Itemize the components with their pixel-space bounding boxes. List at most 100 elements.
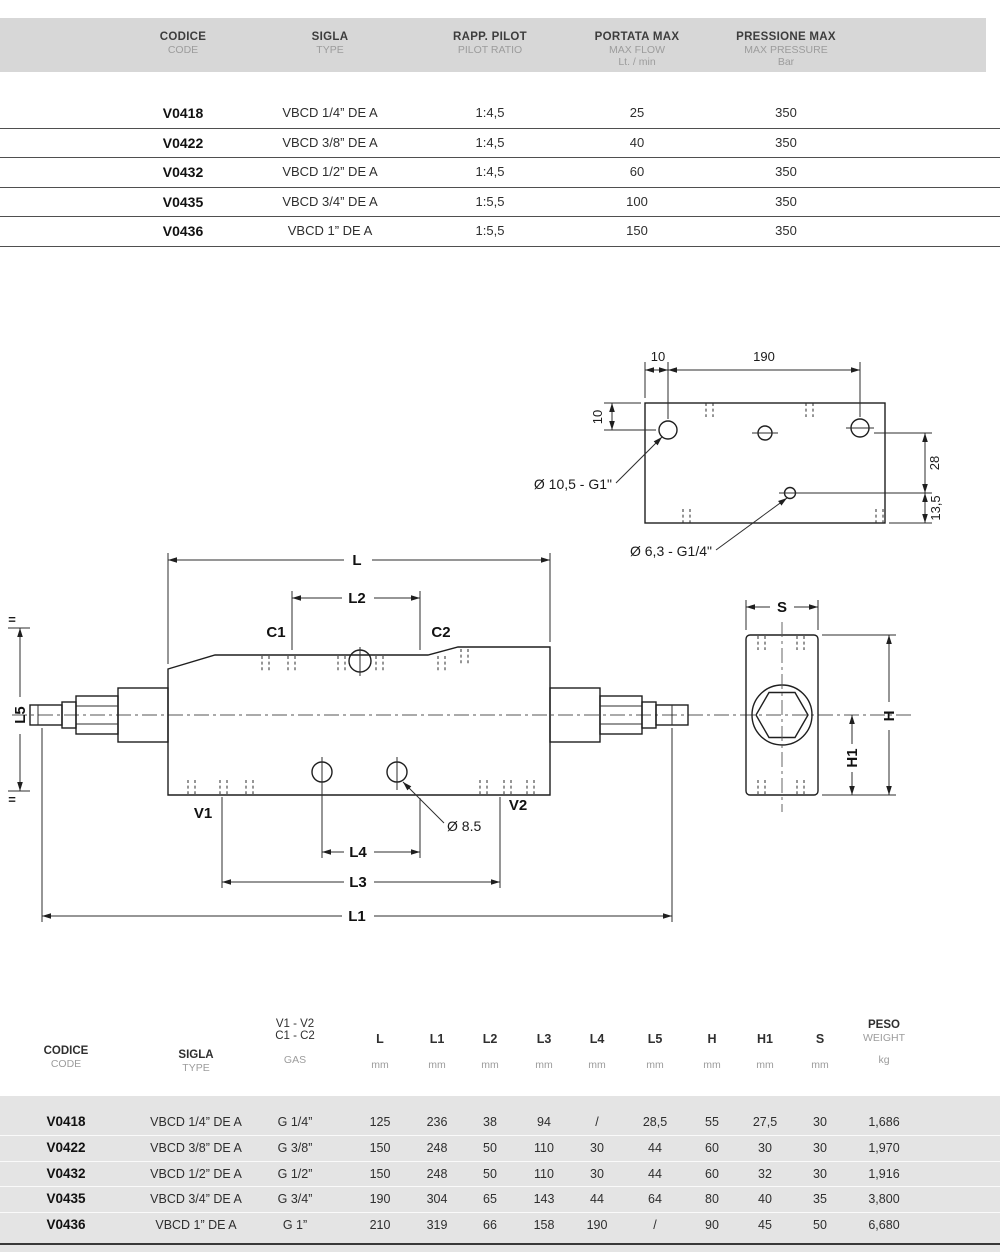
- bh-gas-v: V1 - V2: [275, 1018, 315, 1030]
- dim-cell: 90: [705, 1217, 719, 1232]
- weight-cell: 1,686: [868, 1115, 900, 1129]
- flow-cell: 100: [626, 193, 648, 209]
- ratio-cell: 1:4,5: [475, 134, 505, 150]
- dim-l4: L4: [349, 844, 367, 861]
- bh-gas-c: C1 - C2: [275, 1030, 315, 1042]
- dim-cell: /: [595, 1115, 599, 1129]
- dim-cell: 66: [483, 1217, 497, 1232]
- port-label-c2: C2: [431, 624, 450, 641]
- dim-l3: L3: [349, 874, 367, 891]
- header-max-flow-it: PORTATA MAX: [594, 31, 680, 43]
- equal-mark-bottom: =: [8, 792, 16, 807]
- code-cell: V0435: [162, 193, 204, 210]
- dim-l: L: [352, 552, 361, 569]
- pressure-cell: 350: [775, 164, 797, 179]
- type-cell: VBCD 3/4” DE A: [150, 1192, 242, 1206]
- gas-cell: G 3/8”: [277, 1141, 313, 1155]
- dim-cell: 210: [369, 1217, 391, 1232]
- dim-10-left: 10: [590, 410, 605, 424]
- header-codice-it: CODICE: [159, 31, 207, 43]
- mounting-hole-g1: [658, 420, 678, 440]
- dim-cell: 30: [590, 1141, 604, 1155]
- table-row: V0418 VBCD 1/4” DE A 1:4,5 25 350: [0, 99, 1000, 129]
- type-cell: VBCD 1/4” DE A: [282, 105, 378, 120]
- row-separator: [0, 1211, 1000, 1213]
- code-cell: V0435: [46, 1191, 86, 1206]
- hole-label-g1: Ø 10,5 - G1": [534, 476, 612, 492]
- dim-cell: 27,5: [752, 1115, 778, 1129]
- port-label-v2: V2: [509, 797, 527, 814]
- dim-190: 190: [753, 349, 775, 364]
- dim-cell: 44: [648, 1166, 662, 1181]
- hole-label-8-5: Ø 8.5: [447, 818, 481, 834]
- dim-cell: 125: [369, 1115, 391, 1129]
- bh-col-h1: H1 mm: [756, 1032, 774, 1071]
- header-max-flow-unit: Lt. / min: [618, 56, 656, 68]
- spec-table: V0418 VBCD 1/4” DE A 1:4,5 25 350 V0422 …: [0, 99, 1000, 247]
- flow-cell: 150: [626, 223, 648, 238]
- dim-cell: 319: [426, 1217, 448, 1232]
- table-row: V0435 VBCD 3/4” DE A G 3/4” 190 304 65 1…: [0, 1186, 1000, 1212]
- table-row: V0436 VBCD 1” DE A 1:5,5 150 350: [0, 217, 1000, 247]
- dim-l5: L5: [12, 706, 29, 724]
- front-view: C1 C2 V1 V2 Ø 8.5 L L2 L5 = = L4: [8, 552, 915, 925]
- bh-col-l2: L2 mm: [481, 1032, 499, 1071]
- bh-col-l1: L1 mm: [428, 1032, 446, 1071]
- hole-label-g14: Ø 6,3 - G1/4": [630, 543, 712, 559]
- weight-cell: 6,680: [868, 1217, 900, 1232]
- header-sigla: SIGLA TYPE: [255, 31, 405, 56]
- gas-cell: G 1/4”: [277, 1115, 313, 1129]
- bh-peso: PESO WEIGHT kg: [863, 1019, 905, 1066]
- dim-l2: L2: [348, 590, 366, 607]
- dim-cell: 30: [590, 1166, 604, 1181]
- dim-cell: 143: [533, 1192, 555, 1206]
- table-row: V0422 VBCD 3/8” DE A G 3/8” 150 248 50 1…: [0, 1135, 1000, 1161]
- dim-cell: 150: [369, 1166, 391, 1181]
- ratio-cell: 1:4,5: [475, 105, 505, 120]
- dim-cell: 150: [369, 1141, 391, 1155]
- header-codice-en: CODE: [167, 44, 199, 56]
- dim-cell: 44: [648, 1141, 662, 1155]
- dim-cell: 50: [813, 1217, 827, 1232]
- header-max-flow-en: MAX FLOW: [608, 44, 665, 56]
- bh-codice-it: CODICE: [43, 1045, 89, 1057]
- code-cell: V0418: [162, 105, 204, 121]
- dim-cell: 30: [813, 1141, 827, 1155]
- dim-cell: 40: [758, 1192, 772, 1206]
- header-sigla-en: TYPE: [316, 44, 344, 56]
- type-cell: VBCD 3/4” DE A: [282, 193, 378, 209]
- dim-cell: 236: [426, 1115, 448, 1129]
- ratio-cell: 1:5,5: [475, 193, 505, 209]
- bh-gas-unit: GAS: [283, 1054, 307, 1066]
- dim-cell: 28,5: [642, 1115, 668, 1129]
- dim-cell: 94: [537, 1115, 551, 1129]
- dim-h1: H1: [844, 748, 861, 767]
- bh-codice-en: CODE: [50, 1058, 82, 1070]
- dim-h: H: [881, 711, 898, 722]
- port-label-v1: V1: [194, 805, 212, 822]
- code-cell: V0436: [162, 223, 204, 239]
- code-cell: V0432: [46, 1165, 86, 1181]
- dim-cell: 60: [705, 1166, 719, 1181]
- pressure-cell: 350: [775, 134, 797, 150]
- type-cell: VBCD 1” DE A: [287, 223, 373, 238]
- valve-body: [167, 646, 551, 796]
- gas-cell: G 1”: [282, 1217, 308, 1232]
- dim-cell: 50: [483, 1141, 497, 1155]
- dim-cell: 55: [705, 1115, 719, 1129]
- mounting-face-view: 10 190 10 28 13,5 Ø 10,5 - G1" Ø 6,3 - G…: [534, 349, 943, 559]
- type-cell: VBCD 1/2” DE A: [282, 164, 378, 179]
- flow-cell: 25: [629, 105, 645, 120]
- type-cell: VBCD 3/8” DE A: [282, 134, 378, 150]
- header-max-pressure: PRESSIONE MAX MAX PRESSURE Bar: [711, 31, 861, 68]
- table-row: V0418 VBCD 1/4” DE A G 1/4” 125 236 38 9…: [0, 1109, 1000, 1135]
- dim-cell: 32: [758, 1166, 772, 1181]
- dim-cell: 158: [533, 1217, 555, 1232]
- bh-col-l3: L3 mm: [535, 1032, 553, 1071]
- bh-col-l: L mm: [371, 1032, 389, 1071]
- dim-cell: 190: [586, 1217, 608, 1232]
- header-pilot-ratio-it: RAPP. PILOT: [452, 31, 528, 43]
- dim-cell: 64: [648, 1192, 662, 1206]
- bh-col-l5: L5 mm: [646, 1032, 664, 1071]
- ratio-cell: 1:4,5: [475, 164, 505, 179]
